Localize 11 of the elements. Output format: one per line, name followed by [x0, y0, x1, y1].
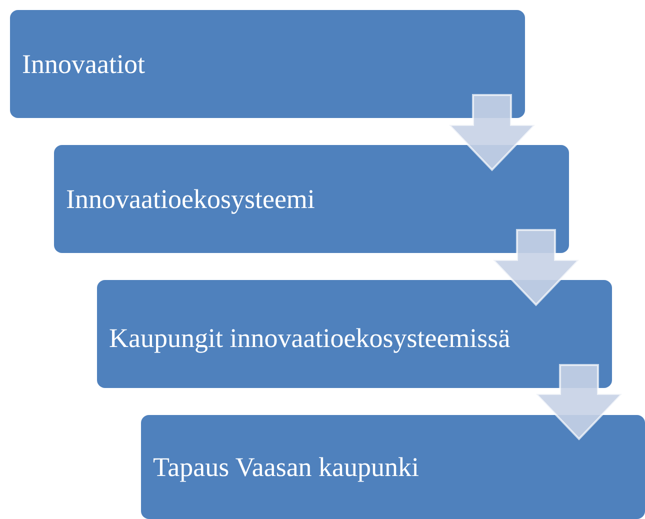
box-label: Innovaatiot — [22, 48, 145, 80]
process-box — [54, 145, 569, 253]
box-label: Kaupungit innovaatioekosysteemissä — [109, 322, 510, 354]
block-arrow — [490, 229, 582, 306]
block-arrow — [534, 364, 624, 440]
process-box — [97, 280, 612, 388]
process-box — [10, 10, 525, 118]
box-label: Tapaus Vaasan kaupunki — [153, 452, 420, 482]
process-box — [141, 415, 645, 519]
box-label: Innovaatioekosysteemi — [66, 184, 315, 214]
block-arrow — [446, 94, 538, 172]
